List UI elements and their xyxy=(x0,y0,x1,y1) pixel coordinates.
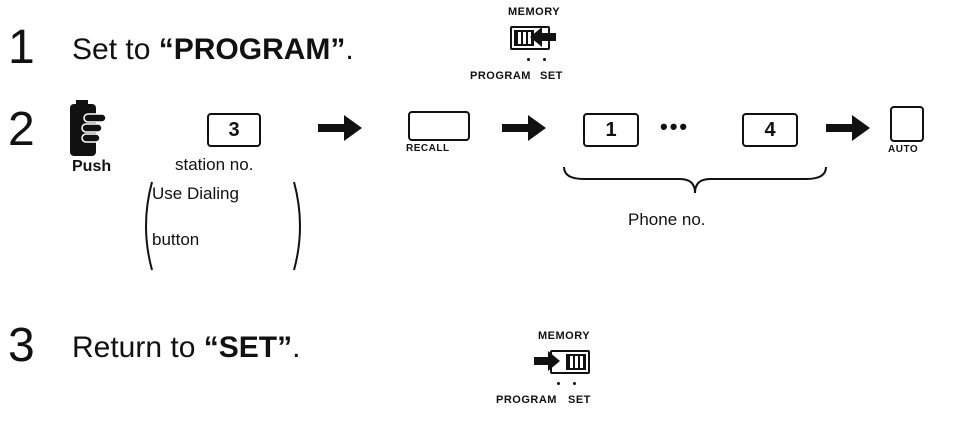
auto-label: AUTO xyxy=(888,144,919,155)
set-label: SET xyxy=(540,70,563,82)
step-1-mode-program: “PROGRAM” xyxy=(158,33,346,66)
step-1-text-prefix: Set to xyxy=(72,33,159,66)
memory-switch-program: MEMORY PROGRAM SET xyxy=(470,6,620,92)
switch-dot-program xyxy=(527,58,530,61)
switch-dot-set xyxy=(543,58,546,61)
set-label: SET xyxy=(568,394,591,406)
phone-key-1[interactable]: 1 xyxy=(583,113,639,147)
switch-dot-program xyxy=(557,382,560,385)
step-1-instruction: Set to “PROGRAM”. xyxy=(72,34,354,66)
step-1-number: 1 xyxy=(8,21,35,74)
auto-button[interactable] xyxy=(890,106,924,142)
phone-no-label: Phone no. xyxy=(628,210,706,229)
brace-icon xyxy=(563,166,827,194)
push-label: Push xyxy=(72,158,112,175)
right-arrow-icon xyxy=(502,115,546,141)
station-no-label: station no. xyxy=(175,155,254,174)
step-3-mode-set: “SET” xyxy=(203,331,293,364)
switch-knob xyxy=(566,354,586,370)
program-label: PROGRAM xyxy=(470,70,531,82)
right-paren-icon xyxy=(293,181,301,271)
step-1-text-suffix: . xyxy=(345,33,354,66)
phone-key-4[interactable]: 4 xyxy=(742,113,798,147)
step-3-instruction: Return to “SET”. xyxy=(72,332,300,364)
memory-label: MEMORY xyxy=(538,330,591,342)
memory-switch-set: MEMORY PROGRAM SET xyxy=(496,330,646,416)
step-3-text-prefix: Return to xyxy=(72,331,204,364)
memory-label: MEMORY xyxy=(508,6,561,18)
switch-dot-set xyxy=(573,382,576,385)
left-paren-icon xyxy=(145,181,153,271)
right-arrow-icon xyxy=(318,115,362,141)
hand-pushing-icon xyxy=(70,100,107,156)
step-3-text-suffix: . xyxy=(292,331,301,364)
right-arrow-icon xyxy=(534,351,560,371)
recall-button[interactable] xyxy=(408,111,470,141)
recall-label: RECALL xyxy=(406,143,450,154)
station-key-3[interactable]: 3 xyxy=(207,113,261,147)
left-arrow-icon xyxy=(530,27,556,47)
dialing-note-line2: button xyxy=(152,230,200,249)
ellipsis: ••• xyxy=(660,114,690,139)
dialing-note-line1: Use Dialing xyxy=(152,184,239,203)
program-label: PROGRAM xyxy=(496,394,557,406)
right-arrow-icon xyxy=(826,115,870,141)
step-3-number: 3 xyxy=(8,319,35,372)
step-2-number: 2 xyxy=(8,103,35,156)
